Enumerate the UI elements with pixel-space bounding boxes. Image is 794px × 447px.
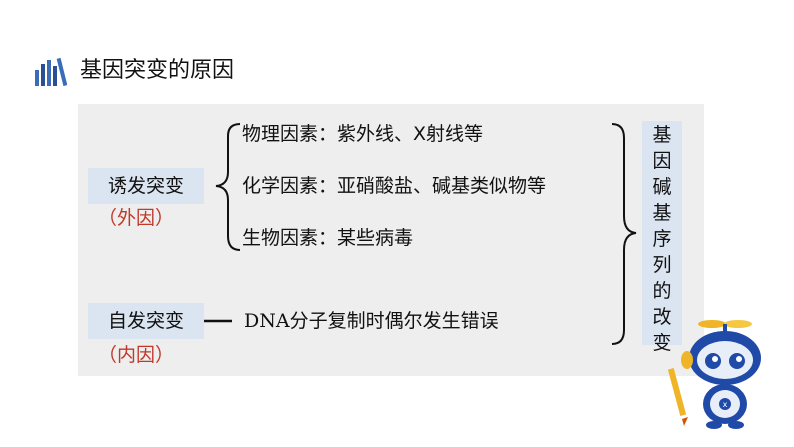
result-char: 基 — [652, 202, 672, 224]
page-title: 基因突变的原因 — [80, 58, 235, 83]
cause-physical: 物理因素：紫外线、X射线等 — [242, 123, 484, 145]
result-box: 基 因 碱 基 序 列 的 改 变 — [642, 121, 682, 354]
spontaneous-cause-type: （内因） — [98, 344, 175, 366]
result-char: 列 — [652, 254, 672, 276]
result-char: 变 — [652, 332, 672, 354]
result-char: 因 — [652, 150, 672, 172]
induced-mutation-tag: 诱发突变 — [88, 168, 204, 204]
result-char: 的 — [652, 280, 672, 302]
result-char: 基 — [652, 124, 672, 146]
result-char: 改 — [652, 306, 672, 328]
induced-cause-type: （外因） — [98, 207, 175, 229]
books-icon — [35, 57, 67, 86]
cause-chemical: 化学因素：亚硝酸盐、碱基类似物等 — [242, 175, 547, 197]
cause-biological: 生物因素：某些病毒 — [242, 227, 414, 249]
result-char: 序 — [652, 228, 672, 250]
robot-mascot-icon: x — [668, 320, 761, 429]
spontaneous-mutation-tag: 自发突变 — [88, 303, 204, 339]
result-char: 碱 — [652, 176, 672, 198]
cause-replication-error: DNA分子复制时偶尔发生错误 — [244, 310, 499, 332]
svg-text:x: x — [723, 400, 728, 409]
